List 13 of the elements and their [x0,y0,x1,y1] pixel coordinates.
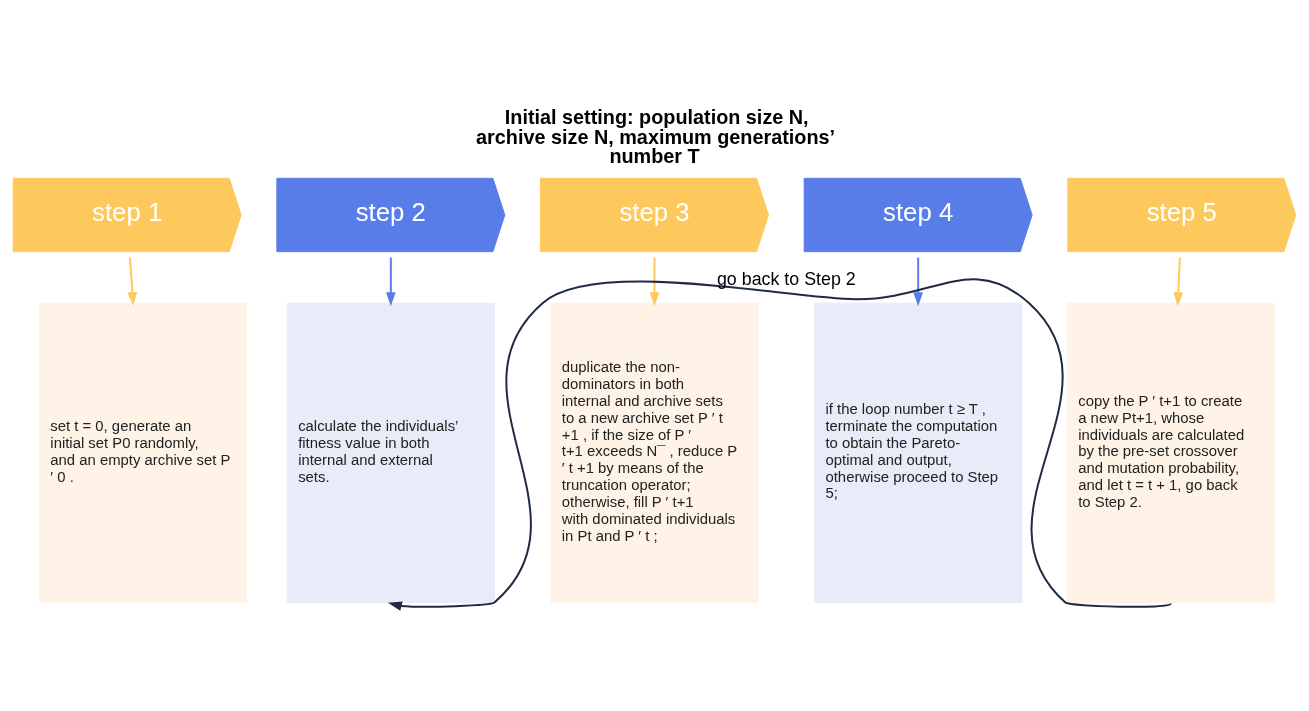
arrow [1173,256,1184,306]
node-box: set t = 0, generate an initial set P0 randomly, and an empty archive set P ′ 0 . [38,302,248,603]
arrow [387,277,1172,611]
arrow [385,256,396,306]
arrow [913,256,924,306]
node-box: calculate the individuals’ fitness value in both internal and external sets. [286,302,495,603]
edge-label: go back to Step 2 [716,268,856,289]
diagram-title: Initial setting: population size N, archive size N, maximum generations’ number T [476,105,836,167]
node-box: duplicate the non-dominators in both internal and archive sets to a new archive set P ′ t +1 , if the size of P ′ t+1 exceeds N¯ , reduce P ′ t +1 by means of the truncation operator; otherwise, fill P ′ t+1 with dominated individuals in Pt and P ′ t ; [550,302,759,603]
arrow [127,256,138,306]
node-box: copy the P ′ t+1 to create a new Pt+1, whose individuals are calculated by the pre-set crossover and mutation probability, and let t = t + 1, go back to Step 2. [1066,302,1275,603]
arrow [649,256,660,306]
node-box: if the loop number t ≥ T , terminate the computation to obtain the Pareto-optimal and output, otherwise proceed to Step 5; [814,302,1023,603]
